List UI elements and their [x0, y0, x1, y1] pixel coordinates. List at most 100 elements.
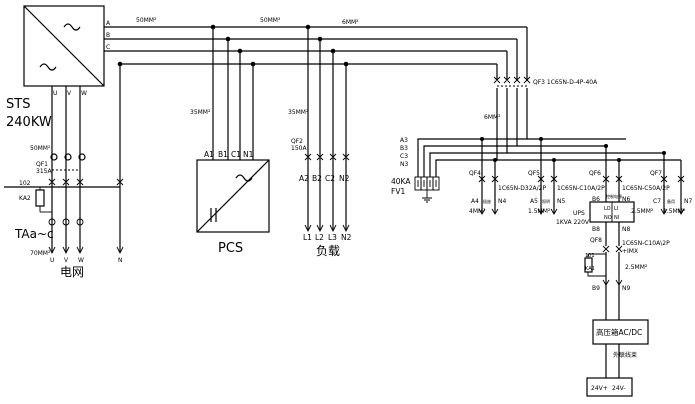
bus-a-label: A: [106, 20, 111, 27]
ups-lo-label: LO: [604, 206, 611, 212]
battery-box: [586, 377, 633, 397]
qf4-contact-icon: [478, 175, 499, 183]
aux-n3-line: [435, 88, 498, 177]
n7-label: N7: [684, 198, 692, 205]
arrow-down-icon: [48, 246, 124, 255]
qf3-contact-icon: [493, 76, 531, 84]
sts-wave-bottom-icon: [39, 63, 57, 71]
tag-101: 101: [585, 253, 595, 259]
branch-qf6: [584, 144, 635, 320]
junction-dot: [480, 137, 484, 141]
arrow-down-icon: [660, 208, 685, 215]
qf1-rating: 315A: [36, 168, 52, 175]
c7-label: C7: [653, 198, 661, 205]
qf2-contact-icon: [304, 153, 350, 161]
taac-label: TAa~c: [14, 227, 54, 241]
tag-ka2: KA2: [19, 195, 31, 202]
ups-spec: 1KVA 220V: [556, 219, 590, 226]
junction-dot: [604, 144, 608, 148]
grid-branch: [4, 64, 124, 255]
qf3-outputs: [417, 88, 681, 177]
cable-50-label-a: 50MM²: [136, 17, 157, 24]
pcs-n1-label: N1: [243, 150, 254, 159]
ka1-wire: [587, 253, 606, 258]
junction-dot: [662, 151, 666, 155]
branch-qf7: [660, 151, 685, 215]
load-l3-label: L3: [328, 233, 337, 242]
load-branch: [304, 24, 350, 233]
qf2-name: QF2: [291, 138, 303, 145]
qf6-spec: 1C65N-C50A/2P: [622, 185, 670, 192]
pcs-wave-icon: [235, 174, 253, 182]
fv1-name: FV1: [391, 187, 405, 196]
junction-dot: [305, 24, 311, 30]
qf1-marker: [64, 153, 72, 161]
junction-dot: [343, 61, 349, 67]
ka1-wire: [587, 272, 606, 277]
cable-35-load-label: 35MM²: [288, 109, 309, 116]
ext-cable-label: 外联线束: [613, 351, 637, 359]
load-b2-label: B2: [312, 174, 322, 183]
cable-50-label-b: 50MM²: [260, 17, 281, 24]
uvw-w-label: W: [81, 90, 87, 97]
sts-wave-top-icon: [63, 23, 81, 31]
qf5-name: QF5: [528, 170, 540, 177]
fv1-rating: 40KA: [391, 177, 411, 186]
n8-label: N8: [622, 226, 630, 233]
junction-dot: [225, 36, 231, 42]
a5-label: A5: [530, 198, 538, 205]
ka1-relay-box: [584, 257, 593, 273]
cable-6-top-label: 6MM²: [342, 19, 359, 26]
aux-a3-line: [417, 88, 528, 177]
sts-power: 240KW: [6, 115, 52, 130]
tag-102: 102: [19, 180, 31, 187]
pcs-name: PCS: [218, 241, 243, 256]
junction-dot: [330, 48, 336, 54]
b6-label: B6: [592, 196, 600, 203]
qf6-contact-icon: [602, 175, 623, 183]
aux-a3-label: A3: [400, 137, 408, 144]
ta-transformer-icon: [62, 218, 70, 226]
pcs-branch: [196, 24, 270, 233]
ground-icon: [422, 197, 432, 203]
n4-label: N4: [498, 198, 506, 205]
tiny-4-label: 插座: [483, 198, 491, 204]
qf4-spec: 1C65N-D32A/2P: [498, 185, 546, 192]
load-n2b-label: N2: [341, 233, 352, 242]
qf7-name: QF7: [650, 170, 662, 177]
cable-70-label: 70MM²: [30, 250, 51, 257]
junction-dot: [493, 158, 497, 162]
cable-6-mid-label: 6MM²: [484, 114, 501, 121]
qf8-contact-icon: [602, 245, 623, 253]
hv-box-label: 高压箱AC/DC: [596, 327, 642, 337]
junction-dot: [539, 137, 543, 141]
ta-transformer-icon: [48, 218, 56, 226]
n6-label: N6: [622, 196, 630, 203]
load-l1-label: L1: [303, 233, 312, 242]
sts-diagonal: [23, 5, 105, 87]
cable-4-label: 4MM²: [469, 208, 486, 215]
cable-50-qf1-label: 50MM²: [30, 145, 51, 152]
pcs-c1-label: C1: [231, 150, 241, 159]
tiny-7-label: 备用: [667, 198, 675, 204]
uvw-u-label: U: [53, 90, 57, 97]
pcs-box: [196, 159, 270, 233]
ups-li-label: LI: [614, 206, 618, 212]
aux-c3-line: [429, 88, 508, 177]
load-c2-label: C2: [325, 174, 335, 183]
cable-25-a-label: 2.5MM²: [631, 208, 654, 215]
qf7-contact-icon: [660, 175, 685, 183]
fv1-surge-protector: [414, 176, 440, 203]
pcs-a1-label: A1: [204, 150, 214, 159]
qf1-marker: [78, 153, 86, 161]
sts-block: [23, 5, 105, 87]
aux-b3-line: [423, 88, 518, 177]
qf3-label: QF3 1C65N-D-4P-40A: [533, 79, 598, 86]
junction-dot: [237, 48, 243, 54]
pcs-diagonal: [196, 159, 270, 233]
arrow-down-icon: [478, 208, 499, 215]
ups-name: UPS: [573, 210, 585, 217]
cable-25-b-label: 2.5MM²: [625, 264, 648, 271]
bus-c-label: C: [106, 44, 110, 51]
